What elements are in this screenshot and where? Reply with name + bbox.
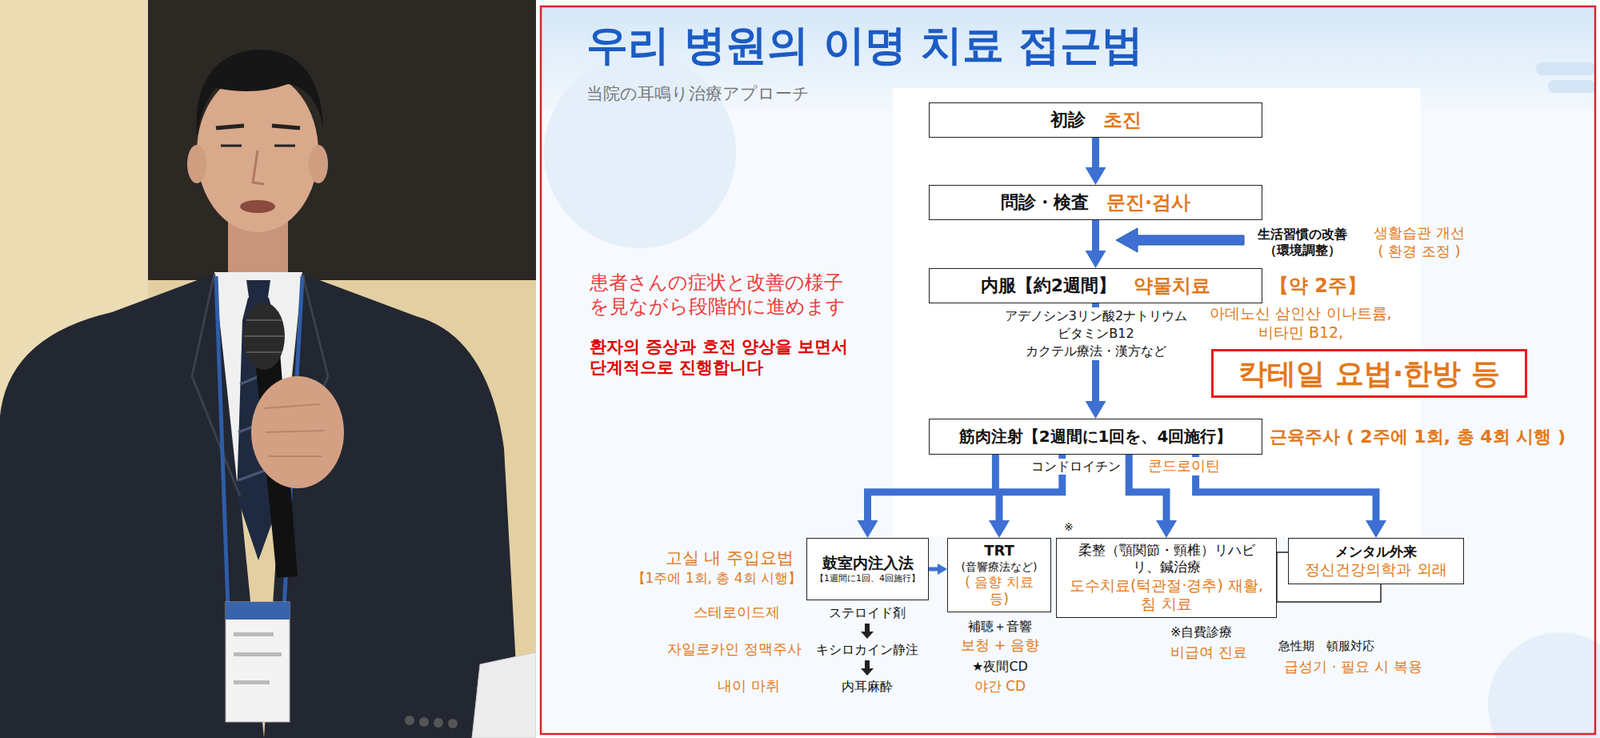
option-text: 야간 CD — [974, 677, 1026, 695]
step-text: キシロカイン静注 — [816, 641, 919, 658]
method-name: 고실 내 주입요법 — [665, 547, 794, 568]
process-box: 内服【約2週間】약물치료【약 2주】 — [928, 268, 1263, 304]
process-box: 筋肉注射【2週間に1回を、4回施行】근육주사 ( 2주에 1회, 총 4회 시행… — [928, 418, 1263, 455]
treatment-box: 鼓室内注入法【1週間に1回、4回施行】 — [806, 537, 929, 600]
flow-arrow — [868, 454, 996, 520]
schedule: 【1주에 1회, 총 4회 시행】 — [632, 569, 802, 587]
note-text: 환자의 증상과 호전 양상을 보면서 단계적으로 진행합니다 — [589, 336, 910, 379]
side-note: 生活習慣の改善 （環境調整） — [1252, 226, 1352, 259]
option-text: 보청 + 음향 — [960, 636, 1040, 655]
slide — [540, 6, 1596, 734]
decor-bar — [1536, 62, 1596, 76]
option-text: 補聴＋音響 — [968, 618, 1032, 635]
drug-name: アデノシン3リン酸2ナトリウム — [1002, 307, 1190, 325]
head — [196, 72, 319, 232]
step-text: 内耳麻酔 — [841, 678, 893, 695]
node-text: 柔整（顎関節・頸椎）リハビリ、鍼治療 — [1064, 541, 1268, 576]
speaker-photo — [0, 0, 536, 738]
node-text: TRT — [984, 541, 1015, 560]
highlight-box: 칵테일 요법·한방 등 — [1211, 348, 1528, 398]
drug-name: コンドロイチン — [1028, 458, 1124, 475]
badge-line — [233, 652, 282, 656]
decor-bar — [1548, 80, 1596, 93]
mouth — [240, 200, 276, 213]
option-text: 급성기 · 필요 시 복용 — [1284, 657, 1423, 676]
node-text: 筋肉注射【2週間に1回を、4回施行】 — [959, 426, 1233, 447]
node-text: 칵테일 요법·한방 등 — [1238, 355, 1500, 392]
step-text: 자일로카인 정맥주사 — [667, 640, 802, 659]
node-text: 【약 2주】 — [1269, 273, 1367, 298]
microphone-head — [243, 302, 285, 370]
side-arrow — [1116, 228, 1244, 252]
microphone-grid — [244, 320, 284, 352]
podium — [472, 652, 536, 738]
footnote: 비급여 진료 — [1170, 643, 1248, 662]
node-text: 약물치료 — [1133, 273, 1211, 298]
step-text: ステロイド剤 — [828, 604, 906, 621]
node-text: (音響療法など) — [961, 560, 1038, 575]
flow-arrow — [1092, 137, 1100, 168]
slide-border — [540, 6, 1596, 734]
nose — [252, 150, 264, 184]
wall — [0, 0, 536, 738]
option-text: ★夜間CD — [972, 658, 1028, 675]
drug-name: 콘드로이틴 — [1145, 456, 1223, 476]
flow-arrow — [1092, 220, 1100, 251]
step-arrow — [860, 623, 874, 639]
drug-name: カクテル療法・漢方など — [1023, 342, 1169, 360]
process-box: 問診・検査 문진·검사 — [928, 184, 1263, 220]
node-text: 초진 — [1103, 108, 1142, 132]
flow-arrow — [1196, 454, 1376, 520]
cuff-button — [448, 718, 458, 728]
drug-name: ビタミンB12 — [1055, 324, 1136, 343]
step-arrow — [860, 660, 874, 676]
hand — [251, 376, 344, 488]
node-text: メンタル外来 — [1335, 543, 1417, 560]
option-text: 急性期 頓服対応 — [1278, 638, 1375, 654]
flow-arrow — [928, 567, 938, 572]
note-text: 患者さんの症状と改善の様子を見ながら段階的に進めます — [589, 270, 854, 319]
ear — [308, 144, 328, 184]
step-text: 내이 마취 — [717, 676, 780, 696]
footnote: ※自費診療 — [1170, 624, 1232, 640]
hair — [196, 49, 324, 136]
cuff-button — [419, 716, 429, 727]
process-box: 初診 초진 — [928, 102, 1263, 138]
treatment-box: 柔整（顎関節・頸椎）リハビリ、鍼治療도수치료(턱관절·경추) 재활, 침 치료 — [1056, 537, 1277, 618]
chart-panel — [892, 88, 1421, 536]
badge-line — [233, 632, 274, 636]
side-note: 생활습관 개선 ( 환경 조정 ) — [1370, 224, 1468, 260]
node-text: 정신건강의학과 외래 — [1304, 560, 1447, 580]
treatment-box: TRT(音響療法など)( 음향 치료 등) — [947, 537, 1052, 612]
badge-line — [233, 680, 270, 684]
node-text: 初診 — [1050, 108, 1086, 132]
eyes — [220, 144, 296, 148]
node-text: 鼓室内注入法 — [822, 553, 914, 573]
name-badge-band — [225, 601, 290, 620]
cuff-button — [404, 715, 415, 725]
drug-name: 아데노신 삼인산 이나트륨, 비타민 B12, — [1203, 304, 1399, 343]
dark-panel — [148, 0, 536, 280]
node-text: 問診・検査 — [1000, 191, 1089, 214]
node-text: ( 음향 치료 등) — [956, 573, 1043, 608]
treatment-box: メンタル外来정신건강의학과 외래 — [1288, 537, 1464, 584]
step-text: 스테로이드제 — [693, 603, 780, 622]
subtitle: 当院の耳鳴り治療アプローチ — [586, 83, 810, 104]
title: 우리 병원의 이명 치료 접근법 — [586, 19, 1144, 72]
node-text: 内服【約2週間】 — [980, 274, 1116, 297]
node-text: 근육주사 ( 2주에 1회, 총 4회 시행 ) — [1269, 425, 1566, 448]
node-text: 도수치료(턱관절·경추) 재활, 침 치료 — [1064, 576, 1268, 615]
ear — [187, 144, 207, 184]
node-text: 문진·검사 — [1106, 190, 1191, 215]
fingers — [264, 404, 324, 456]
decor-circle — [1488, 632, 1600, 738]
footnote-mark: ※ — [1064, 520, 1074, 535]
name-badge — [225, 601, 290, 722]
cuff-button — [433, 717, 444, 728]
eyebrows — [216, 125, 300, 128]
node-text: 【1週間に1回、4回施行】 — [815, 572, 920, 584]
